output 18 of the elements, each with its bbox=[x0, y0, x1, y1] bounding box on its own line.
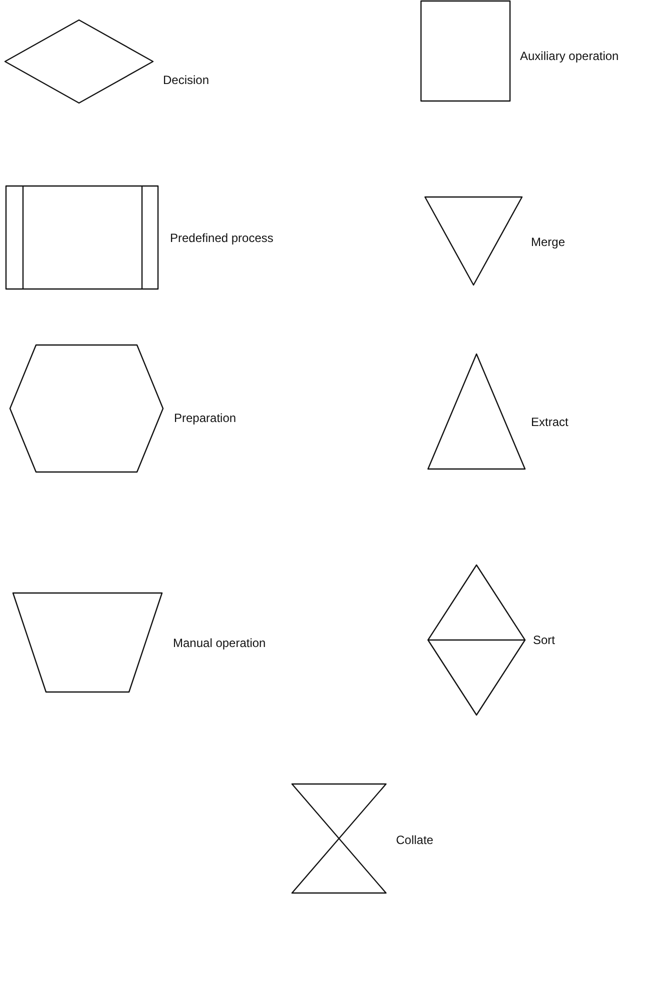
auxiliary-operation-box bbox=[420, 0, 511, 102]
manual-operation-trapezoid bbox=[12, 592, 163, 693]
collate-hourglass bbox=[291, 783, 387, 894]
symbol-label: Decision bbox=[163, 73, 210, 87]
merge-triangle bbox=[424, 196, 523, 286]
symbol-label: Predefined process bbox=[170, 231, 274, 245]
sort-symbol bbox=[427, 564, 526, 716]
symbol-label: Merge bbox=[531, 235, 566, 249]
predefined-process-box bbox=[5, 185, 159, 290]
symbol-label: Sort bbox=[533, 633, 556, 647]
symbol-label: Preparation bbox=[174, 411, 236, 425]
symbol-label: Auxiliary operation bbox=[520, 49, 619, 63]
preparation-hexagon bbox=[9, 344, 164, 473]
extract-triangle bbox=[427, 353, 526, 470]
symbol-label: Collate bbox=[396, 833, 434, 847]
symbol-label: Extract bbox=[531, 415, 568, 429]
decision-diamond bbox=[4, 19, 154, 104]
symbol-label: Manual operation bbox=[173, 636, 266, 650]
